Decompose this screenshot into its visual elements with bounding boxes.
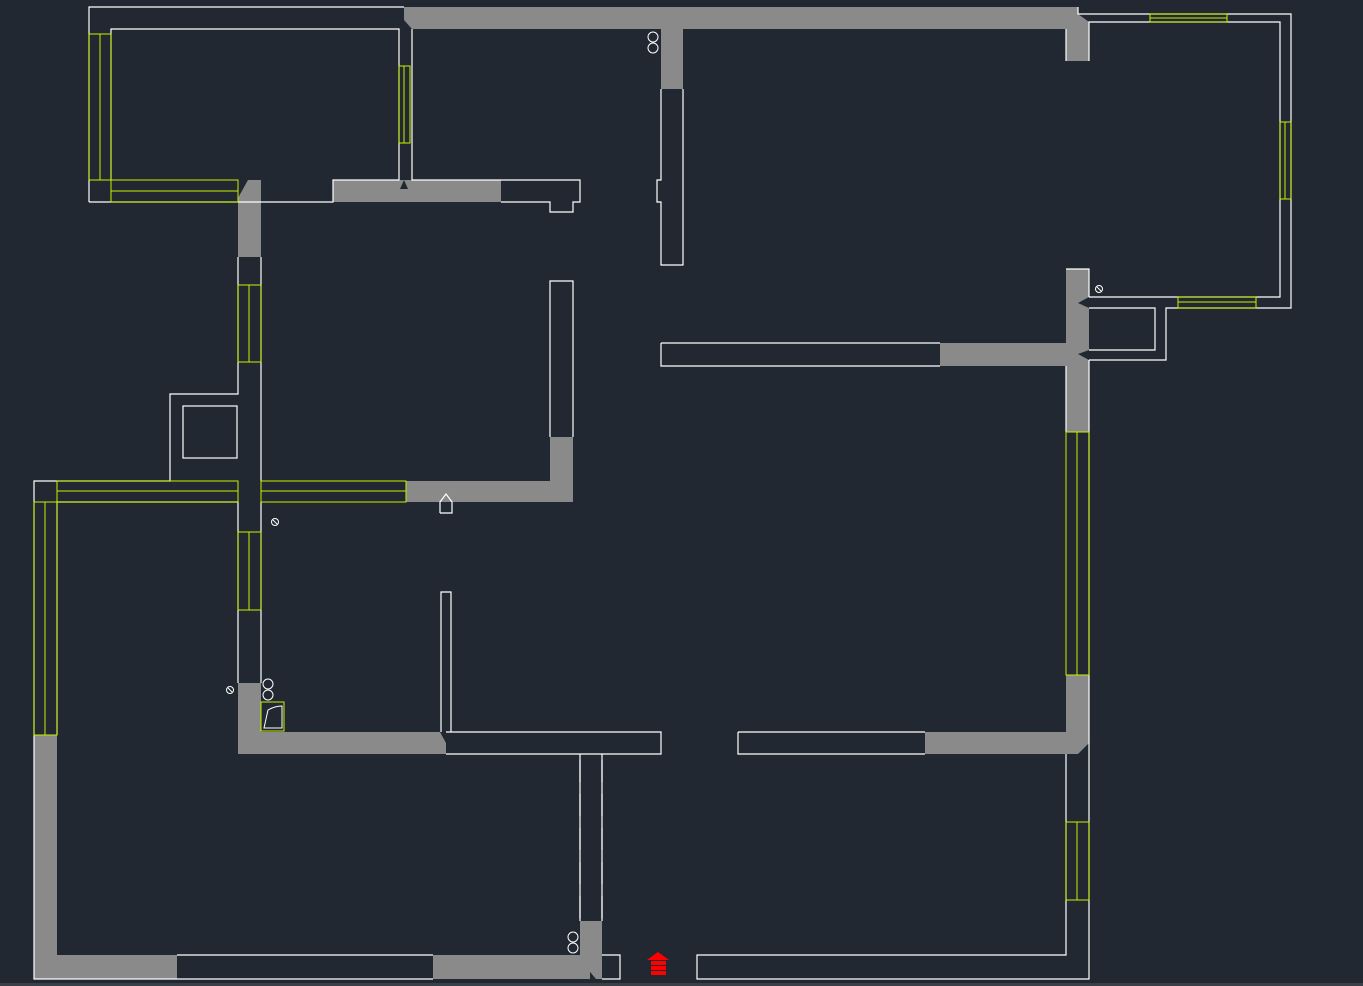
wall-top [404, 7, 1078, 89]
window-bedroom-divider [398, 65, 411, 144]
corner-fixture-icon [260, 701, 285, 732]
drain-icon [226, 285, 1103, 694]
window-top-left-vertical [88, 33, 112, 181]
windows [33, 13, 1292, 901]
window-right-vertical [1279, 121, 1292, 200]
wall-middle-t [406, 437, 573, 502]
window-left-upper [237, 284, 262, 363]
sliding-door [579, 760, 603, 921]
outline-top-left-room [88, 6, 404, 202]
window-right-long [1065, 431, 1090, 676]
wall-bottom-left-l [238, 683, 446, 754]
window-left-mid [237, 531, 262, 611]
wall-right-bath [940, 269, 1089, 432]
wall-bedroom-bottom [333, 180, 501, 202]
wall-notches [400, 180, 1089, 360]
wall-top-right-stub [1066, 14, 1089, 61]
window-outer-left [33, 501, 58, 736]
viewport-bottom-edge [0, 983, 1363, 986]
wall-outlines [33, 6, 1292, 980]
window-top-left-horizontal [110, 179, 239, 203]
wall-bottom-mid [433, 955, 590, 979]
window-top-right-bottom [1177, 296, 1257, 309]
wall-bottom-right [925, 675, 1089, 754]
window-middle-horizontal [56, 480, 407, 503]
wall-outer-left-bottom [34, 735, 177, 979]
window-right-lower [1065, 821, 1090, 901]
wall-door-jamb [580, 921, 602, 979]
pipe-circle-icon [262, 31, 659, 954]
wall-left-upper [238, 180, 261, 257]
window-top-right-horizontal [1149, 13, 1228, 23]
wall-fills [34, 7, 1089, 979]
red-up-arrow-icon[interactable] [647, 952, 669, 975]
